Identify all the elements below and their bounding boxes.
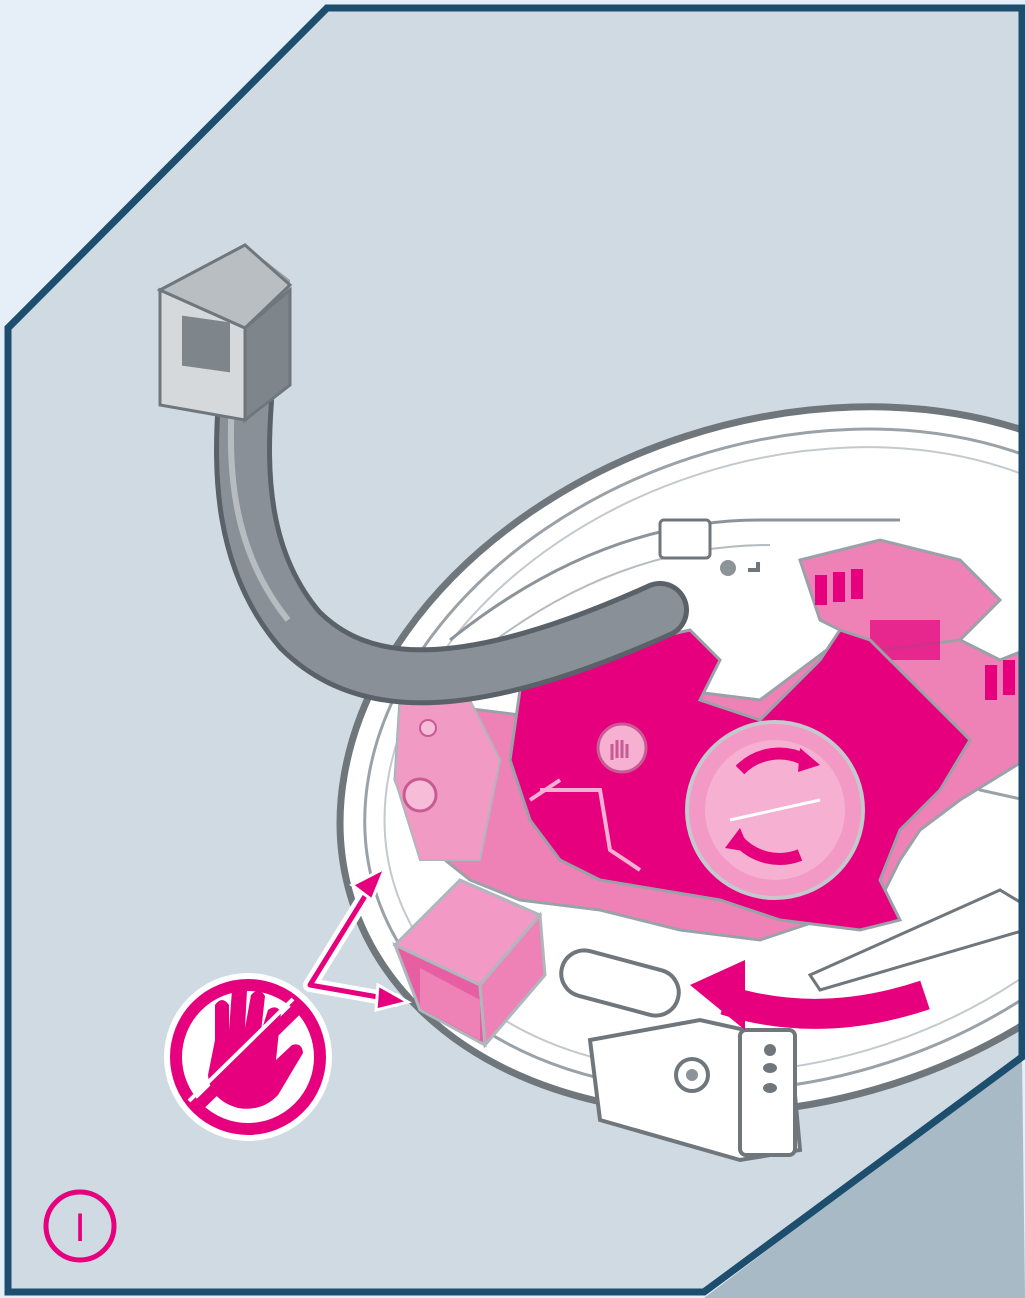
lens-mount-icon — [687, 722, 863, 898]
step-label: I — [74, 1206, 85, 1250]
do-not-touch-icon — [164, 973, 332, 1141]
